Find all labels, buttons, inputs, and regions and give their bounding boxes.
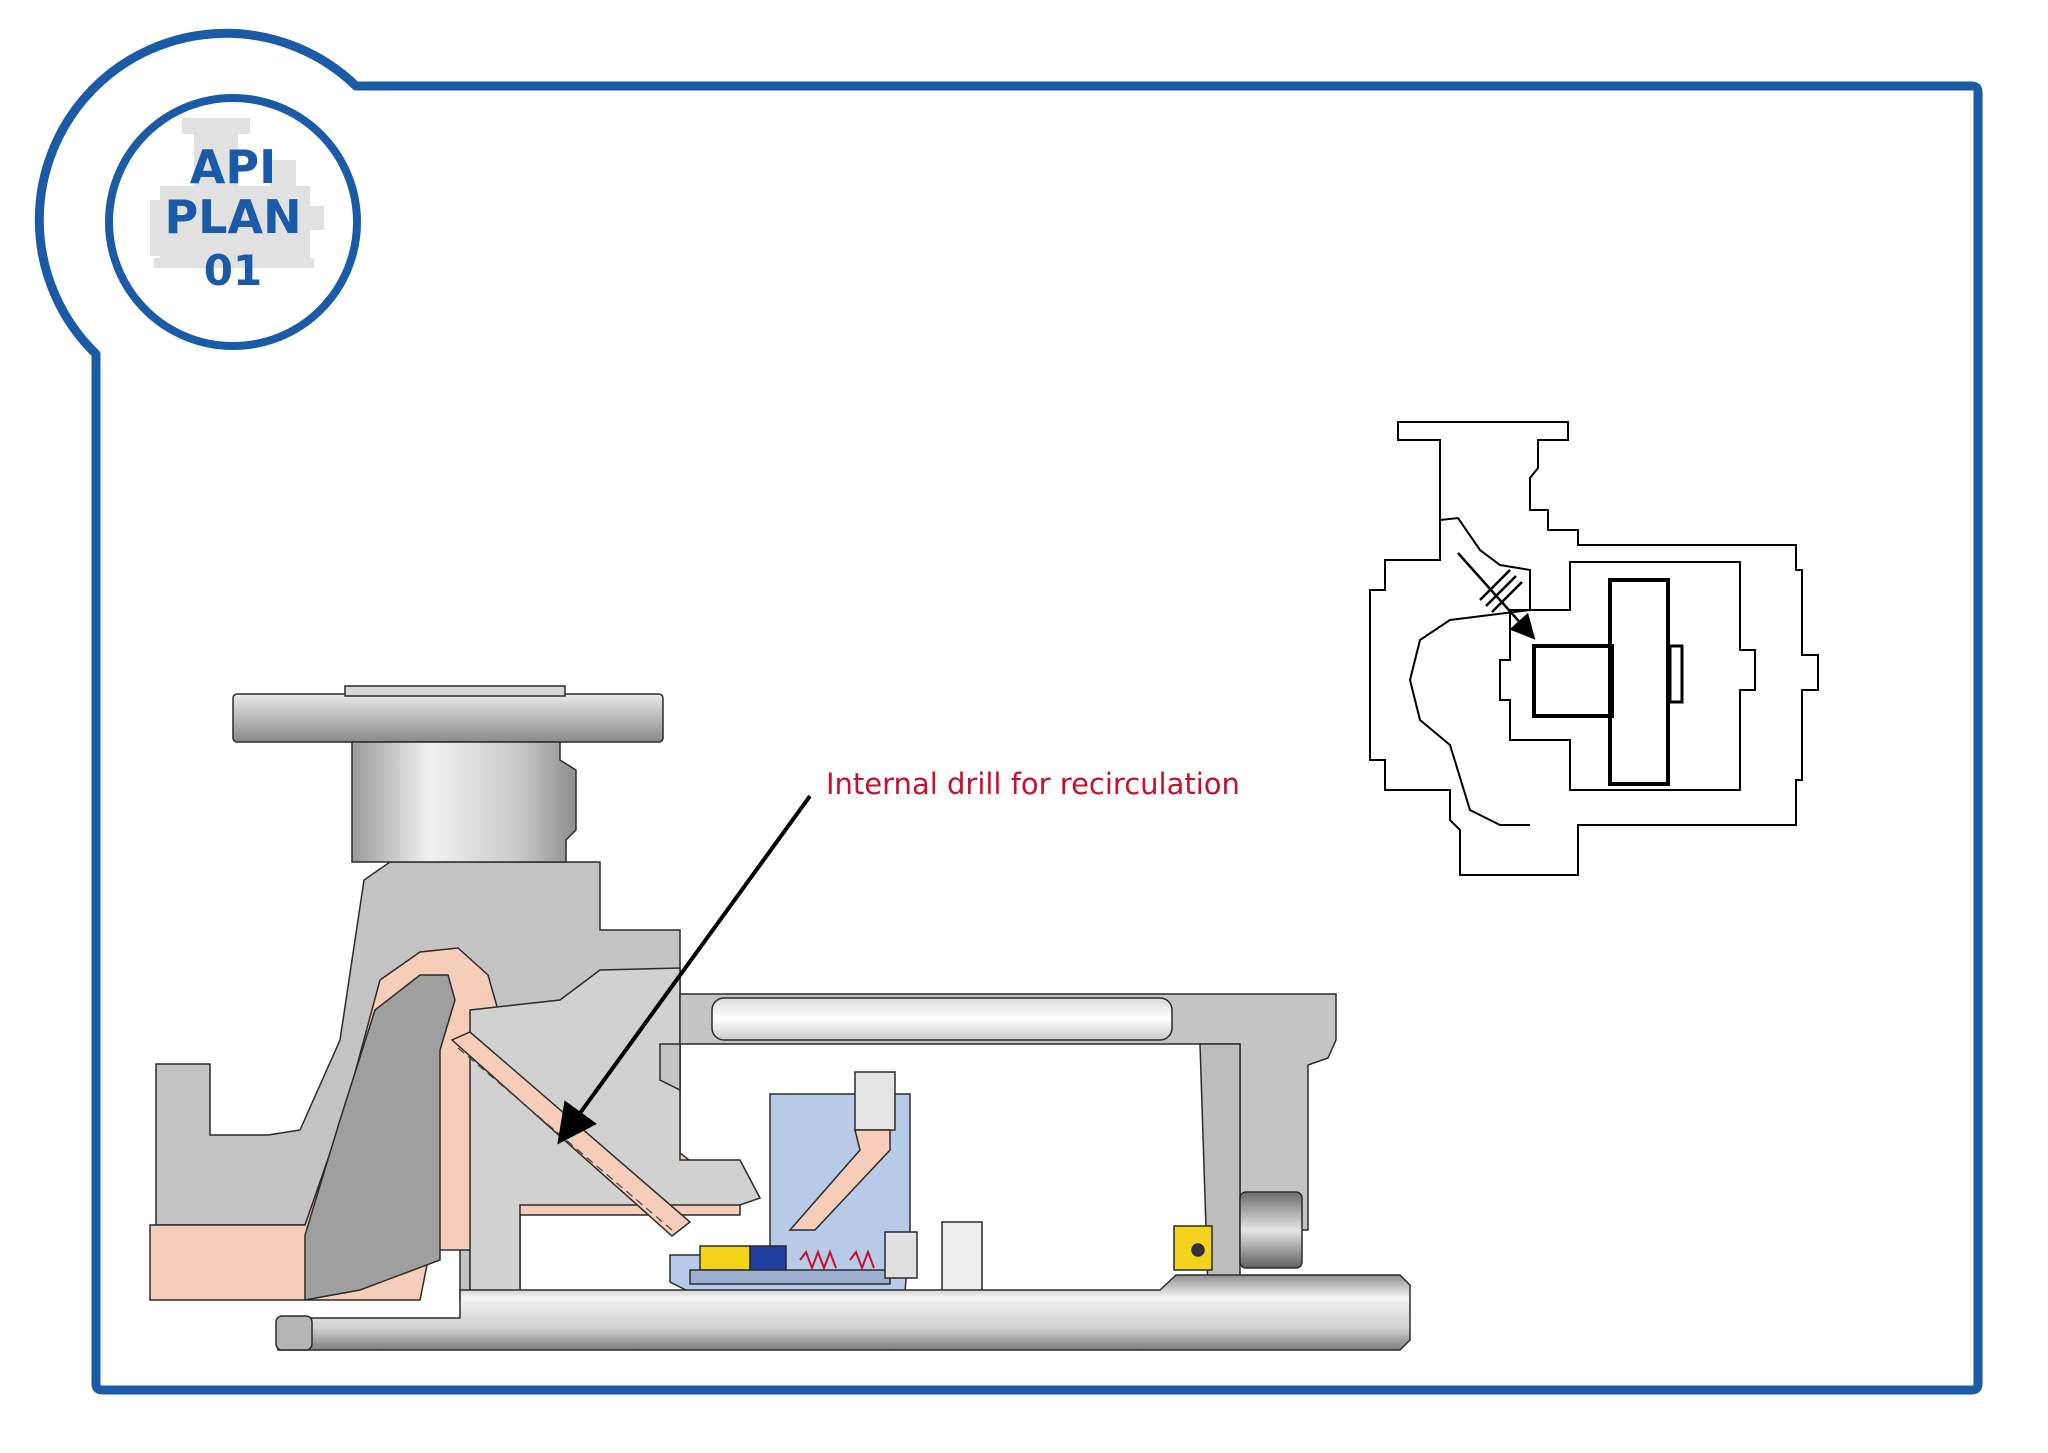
impeller [304,974,456,1301]
discharge-neck [351,741,577,863]
orifice-plate-2 [1485,575,1517,607]
schematic-discharge [1369,421,1819,876]
bracket-bar [711,997,1173,1041]
seal-collar [884,1231,918,1279]
schematic-seal-face [1532,644,1614,718]
impeller-nut [275,1315,313,1351]
plan-schematic [1369,421,1819,876]
schematic-casing [1408,516,1531,826]
badge-line-2: PLAN [164,190,301,244]
isolator-oring [1191,1243,1205,1257]
orifice-plate-1 [1479,569,1511,601]
seal-springs [799,1249,875,1271]
bearing [1239,1191,1303,1269]
recirculation-callout: Internal drill for recirculation [557,767,1240,1145]
rotating-seal-face [749,1245,787,1273]
orifice-plate-3 [1491,581,1523,613]
stationary-seal-face [699,1245,751,1271]
seal-sleeve [689,1269,891,1285]
discharge-flange [232,693,664,743]
pump-cross-section [149,685,1411,1351]
schematic-chamber [1499,561,1756,791]
plan-badge: API PLAN 01 [105,94,361,350]
pump-silhouette-icon [150,118,324,268]
frame-border [34,28,1983,1395]
callout-label: Internal drill for recirculation [826,767,1240,801]
badge-line-3: 01 [204,246,262,295]
schematic-collar [1668,644,1684,704]
drill-centerline [457,1047,673,1231]
badge-line-1: API [190,140,276,194]
schematic-seal [1608,578,1670,786]
schematic-flush-line [1457,552,1536,640]
gland-bolt [854,1071,896,1131]
seal-collar-outer [941,1221,983,1301]
callout-leader-arrow [557,794,812,1145]
flange-raised-face [344,685,566,697]
flush-passage [788,1129,891,1231]
pump-shaft [277,1274,1411,1351]
